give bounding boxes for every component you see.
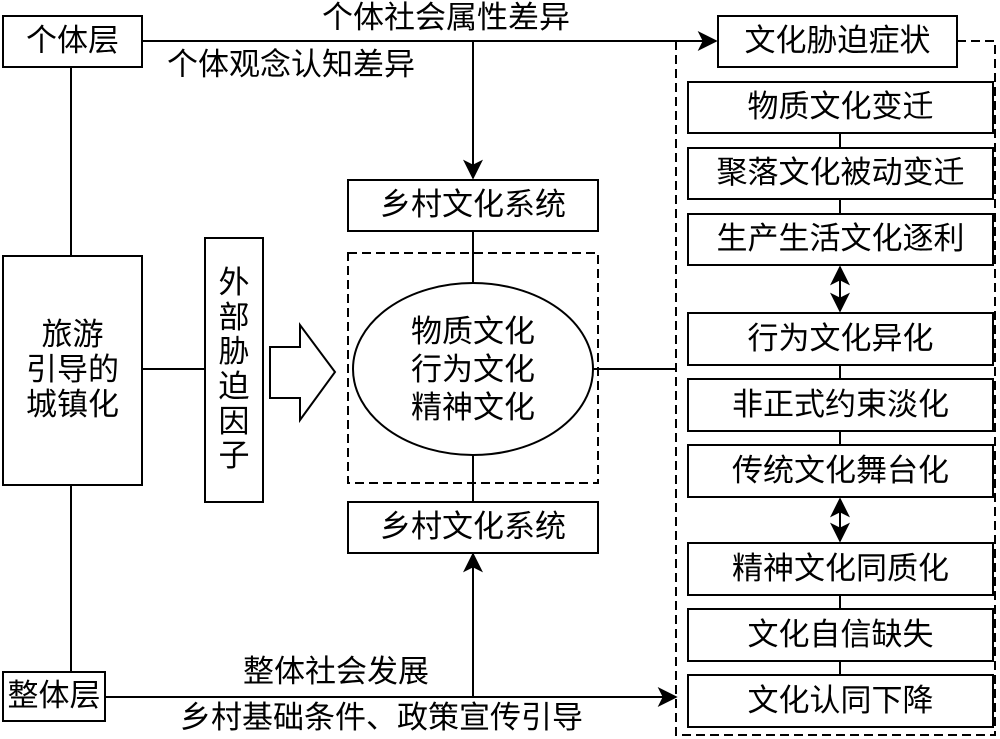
symptom-label: 非正式约束淡化 [732, 386, 949, 423]
symptom-item: 文化认同下降 [687, 674, 994, 728]
symptom-label: 行为文化异化 [747, 320, 934, 357]
symptom-item: 精神文化同质化 [687, 542, 994, 596]
edge-label-rural-policy: 乡村基础条件、政策宣传引导 [180, 700, 583, 736]
external-factor-char: 迫 [218, 369, 250, 405]
whole-layer-label: 整体层 [7, 678, 101, 714]
driver-box: 旅游 引导的 城镇化 [2, 255, 143, 486]
symptom-label: 生产生活文化逐利 [716, 221, 965, 257]
culture-core-text: 物质文化 行为文化 精神文化 [373, 314, 573, 427]
driver-line: 旅游 [41, 317, 104, 354]
symptoms-title: 文化胁迫症状 [744, 23, 931, 59]
edge-label-whole-social: 整体社会发展 [243, 654, 429, 690]
hollow-arrow-icon [269, 321, 337, 424]
symptom-label: 传统文化舞台化 [732, 452, 949, 489]
external-factor-char: 因 [218, 403, 250, 440]
rural-system-bottom-box: 乡村文化系统 [347, 501, 599, 554]
whole-layer-box: 整体层 [2, 671, 106, 722]
edge-label-individual-cognition: 个体观念认知差异 [167, 47, 415, 83]
external-factor-char: 子 [218, 438, 250, 475]
symptom-item: 行为文化异化 [687, 312, 994, 366]
symptom-label: 精神文化同质化 [732, 550, 949, 587]
rural-system-top-label: 乡村文化系统 [380, 187, 566, 223]
symptom-label: 文化自信缺失 [747, 616, 934, 653]
external-factor-box: 外 部 胁 迫 因 子 [204, 237, 264, 503]
rural-system-top-box: 乡村文化系统 [347, 179, 599, 232]
driver-line: 城镇化 [26, 386, 119, 423]
culture-core-line: 精神文化 [411, 389, 535, 426]
symptom-label: 物质文化变迁 [747, 89, 934, 125]
rural-system-bottom-label: 乡村文化系统 [380, 509, 566, 545]
culture-core-line: 行为文化 [411, 351, 535, 388]
symptom-item: 生产生活文化逐利 [687, 213, 994, 266]
external-factor-char: 部 [218, 299, 250, 336]
symptom-label: 文化认同下降 [747, 682, 934, 719]
symptom-item: 非正式约束淡化 [687, 378, 994, 432]
individual-layer-box: 个体层 [2, 15, 143, 68]
external-factor-char: 胁 [218, 334, 250, 371]
symptom-item: 聚落文化被动变迁 [687, 147, 994, 200]
symptom-item: 文化自信缺失 [687, 608, 994, 662]
individual-layer-label: 个体层 [26, 23, 119, 59]
culture-core-line: 物质文化 [411, 314, 535, 350]
edge-label-individual-social: 个体社会属性差异 [322, 0, 570, 36]
external-factor-char: 外 [218, 264, 250, 301]
symptom-item: 传统文化舞台化 [687, 444, 994, 498]
driver-line: 引导的 [26, 352, 119, 389]
symptom-region-border [675, 40, 996, 736]
symptoms-title-box: 文化胁迫症状 [717, 15, 958, 68]
symptom-item: 物质文化变迁 [687, 81, 994, 134]
symptom-label: 聚落文化被动变迁 [716, 155, 965, 191]
